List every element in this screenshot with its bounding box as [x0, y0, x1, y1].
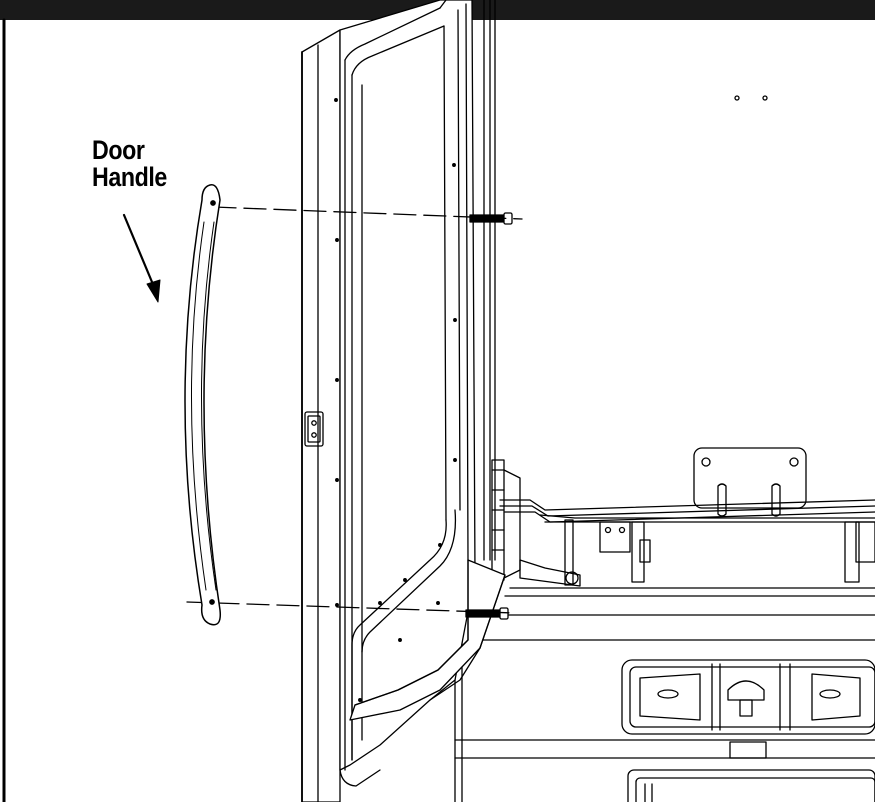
door-latch — [304, 411, 324, 447]
lower-rack — [491, 447, 875, 587]
vent-hole-left — [734, 95, 740, 101]
callout-arrow — [122, 213, 161, 303]
rack-handle-bracket — [693, 447, 807, 509]
control-panel — [621, 659, 875, 802]
door-handle — [184, 184, 222, 626]
handle-lower-hole — [209, 599, 215, 605]
callout-line-1: Door — [92, 135, 145, 165]
dishwasher-tub — [454, 0, 875, 802]
kick-panel-tab — [729, 741, 767, 759]
lower-alignment-line — [186, 601, 516, 614]
dishwasher-door — [301, 0, 506, 802]
handle-upper-hole — [210, 200, 216, 206]
door-handle-callout: Door Handle — [92, 137, 167, 191]
upper-alignment-line — [213, 206, 523, 220]
upper-screw — [469, 212, 513, 225]
vent-hole-right — [762, 95, 768, 101]
lower-screw — [465, 607, 509, 620]
callout-line-2: Handle — [92, 162, 167, 192]
